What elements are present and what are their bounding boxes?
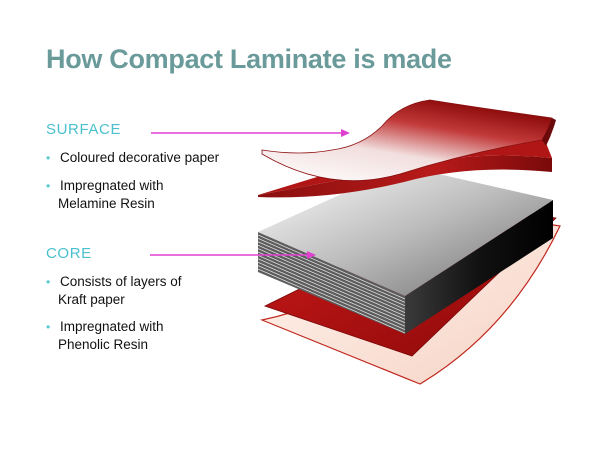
core-layer-line bbox=[257, 265, 406, 330]
surface-bullet-1: • Coloured decorative paper bbox=[46, 149, 261, 167]
surface-bullet-2: • Impregnated with Melamine Resin bbox=[46, 177, 261, 213]
core-layer-line bbox=[257, 244, 406, 310]
bullet-text: Impregnated with bbox=[60, 319, 164, 334]
core-layer-line bbox=[257, 238, 406, 303]
core-layer-line bbox=[257, 255, 406, 320]
core-layer-line bbox=[257, 234, 406, 300]
core-layer-line bbox=[257, 251, 406, 317]
core-layer-line bbox=[257, 258, 406, 324]
bullet-text: Coloured decorative paper bbox=[60, 150, 220, 165]
core-layer-line bbox=[257, 241, 406, 307]
core-arrowhead bbox=[307, 251, 316, 259]
surface-arrowhead bbox=[341, 129, 350, 137]
core-bullet-1: • Consists of layers of Kraft paper bbox=[46, 273, 261, 309]
bullet-text: Consists of layers of bbox=[60, 274, 182, 289]
bullet-dot-icon: • bbox=[46, 179, 51, 193]
bullet-text-continued: Melamine Resin bbox=[58, 196, 155, 211]
bullet-dot-icon: • bbox=[46, 275, 51, 289]
bullet-text-continued: Phenolic Resin bbox=[58, 337, 149, 352]
core-layer-line bbox=[257, 261, 406, 327]
core-heading: CORE bbox=[46, 245, 92, 262]
page-title: How Compact Laminate is made bbox=[46, 44, 452, 74]
top-sheet-edge bbox=[542, 118, 556, 146]
core-layer-line bbox=[257, 268, 406, 334]
core-stack-side bbox=[405, 200, 553, 334]
top-decorative-sheet bbox=[261, 99, 553, 182]
surface-heading: SURFACE bbox=[46, 121, 122, 138]
core-stack bbox=[257, 166, 553, 334]
core-stack-top bbox=[258, 166, 553, 296]
surface-arrow bbox=[151, 129, 350, 137]
middle-red-sheet bbox=[258, 155, 552, 198]
bullet-dot-icon: • bbox=[46, 320, 51, 334]
core-arrow bbox=[150, 251, 316, 259]
core-layer-line bbox=[257, 248, 406, 313]
bullet-text-continued: Kraft paper bbox=[58, 292, 125, 307]
bullet-text: Impregnated with bbox=[60, 178, 164, 193]
core-bullet-2: • Impregnated with Phenolic Resin bbox=[46, 318, 261, 354]
bullet-dot-icon: • bbox=[46, 151, 51, 165]
